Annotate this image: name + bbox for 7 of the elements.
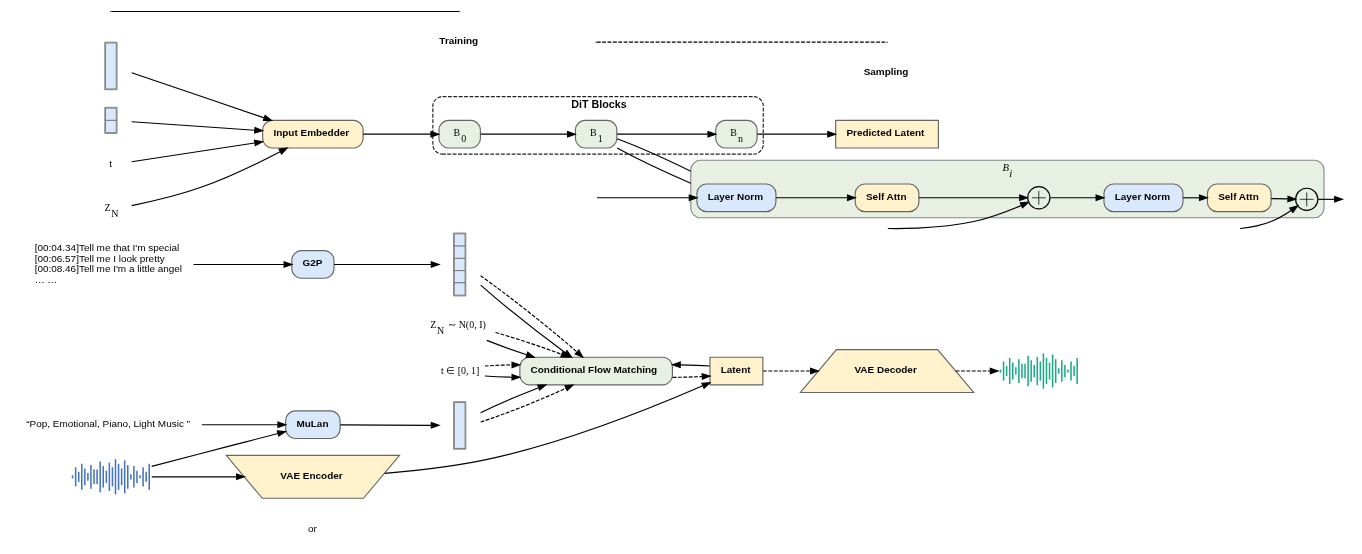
node-text: t ∈ [0, 1] bbox=[440, 364, 479, 376]
node-text: t bbox=[108, 158, 112, 170]
legend-label: Sampling bbox=[863, 65, 908, 77]
node-text: [00:04.34]Tell me that I'm special [00:06.57]Tell me I look pretty [00:08.46]Tell me I'm a little angel … … bbox=[34, 242, 182, 286]
label: or bbox=[307, 522, 317, 534]
node-text: “Pop, Emotional, Piano, Light Music ” bbox=[25, 418, 190, 430]
legend-label: Training bbox=[438, 35, 478, 47]
